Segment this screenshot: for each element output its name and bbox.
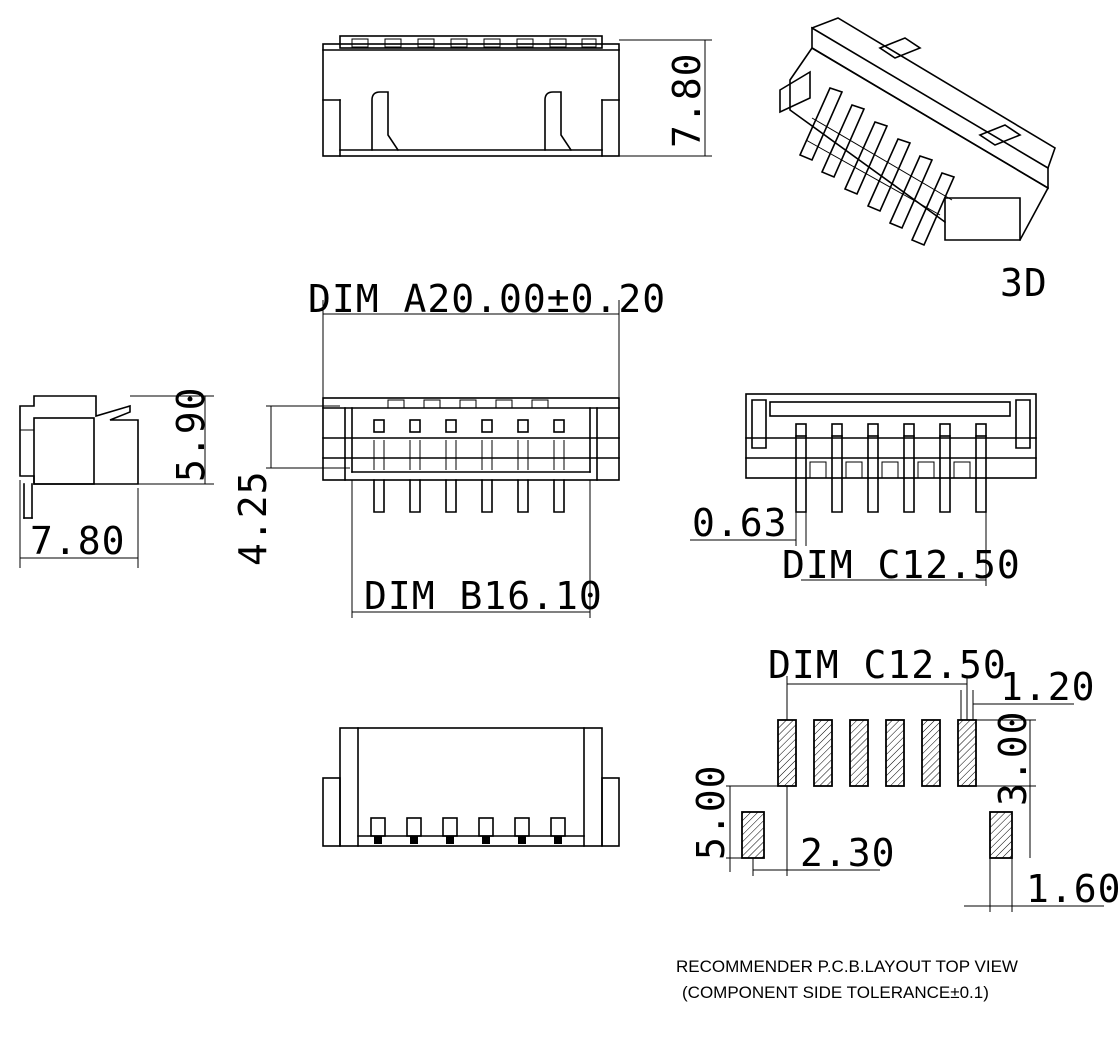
- dim-b-label: DIM B16.10: [364, 574, 603, 618]
- top-view: [322, 35, 620, 157]
- pcb-mount-pad: [741, 811, 765, 859]
- pcb-pad: [921, 719, 941, 787]
- rear-view: [745, 393, 1037, 513]
- dim-height-590-label: 5.90: [169, 386, 213, 482]
- dim-pin-width: 0.63: [690, 501, 807, 546]
- bottom-view: [322, 727, 620, 847]
- front-view: [322, 397, 620, 513]
- dim-pad-width-label: 1.20: [1000, 665, 1096, 709]
- dim-mount-length: 5.00: [689, 764, 778, 872]
- dim-c-pcb: DIM C12.50: [768, 643, 1007, 720]
- dim-mount-width-label: 1.60: [1026, 867, 1120, 911]
- side-view: [19, 395, 139, 519]
- dim-pad-length: 3.00: [976, 710, 1036, 858]
- dim-pin-width-label: 0.63: [692, 501, 788, 545]
- layout-note-line1: RECOMMENDER P.C.B.LAYOUT TOP VIEW: [676, 957, 1018, 976]
- 3d-view: [779, 17, 1056, 247]
- label-3d: 3D: [1000, 261, 1048, 305]
- dim-depth-780: 7.80: [19, 480, 139, 568]
- dim-mount-offset-label: 2.30: [800, 831, 896, 875]
- pcb-pad: [777, 719, 797, 787]
- pcb-pad: [885, 719, 905, 787]
- pcb-layout: [741, 719, 1013, 859]
- pcb-pad: [849, 719, 869, 787]
- dim-side-height: 7.80: [619, 39, 712, 157]
- dim-side-height-label: 7.80: [665, 52, 709, 148]
- dim-c-pcb-label: DIM C12.50: [768, 643, 1007, 687]
- dim-a: DIM A20.00±0.20: [308, 277, 666, 400]
- dim-pin-425-label: 4.25: [231, 470, 275, 566]
- dim-c-front-label: DIM C12.50: [782, 543, 1021, 587]
- dim-b: DIM B16.10: [351, 480, 603, 618]
- dim-height-590: 5.90: [130, 386, 214, 485]
- dim-pad-width: 1.20: [960, 665, 1096, 720]
- dim-c-front: DIM C12.50: [782, 512, 1021, 587]
- pcb-pad: [957, 719, 977, 787]
- dim-mount-offset: 2.30: [752, 786, 896, 876]
- layout-note-line2: (COMPONENT SIDE TOLERANCE±0.1): [682, 983, 989, 1002]
- dim-pin-425: 4.25: [231, 405, 350, 566]
- dim-a-label: DIM A20.00±0.20: [308, 277, 666, 321]
- dim-pad-length-label: 3.00: [991, 710, 1035, 806]
- pcb-mount-pad: [989, 811, 1013, 859]
- dim-depth-780-label: 7.80: [30, 519, 126, 563]
- pcb-pad: [813, 719, 833, 787]
- dim-mount-length-label: 5.00: [689, 764, 733, 860]
- dim-mount-width: 1.60: [964, 858, 1120, 912]
